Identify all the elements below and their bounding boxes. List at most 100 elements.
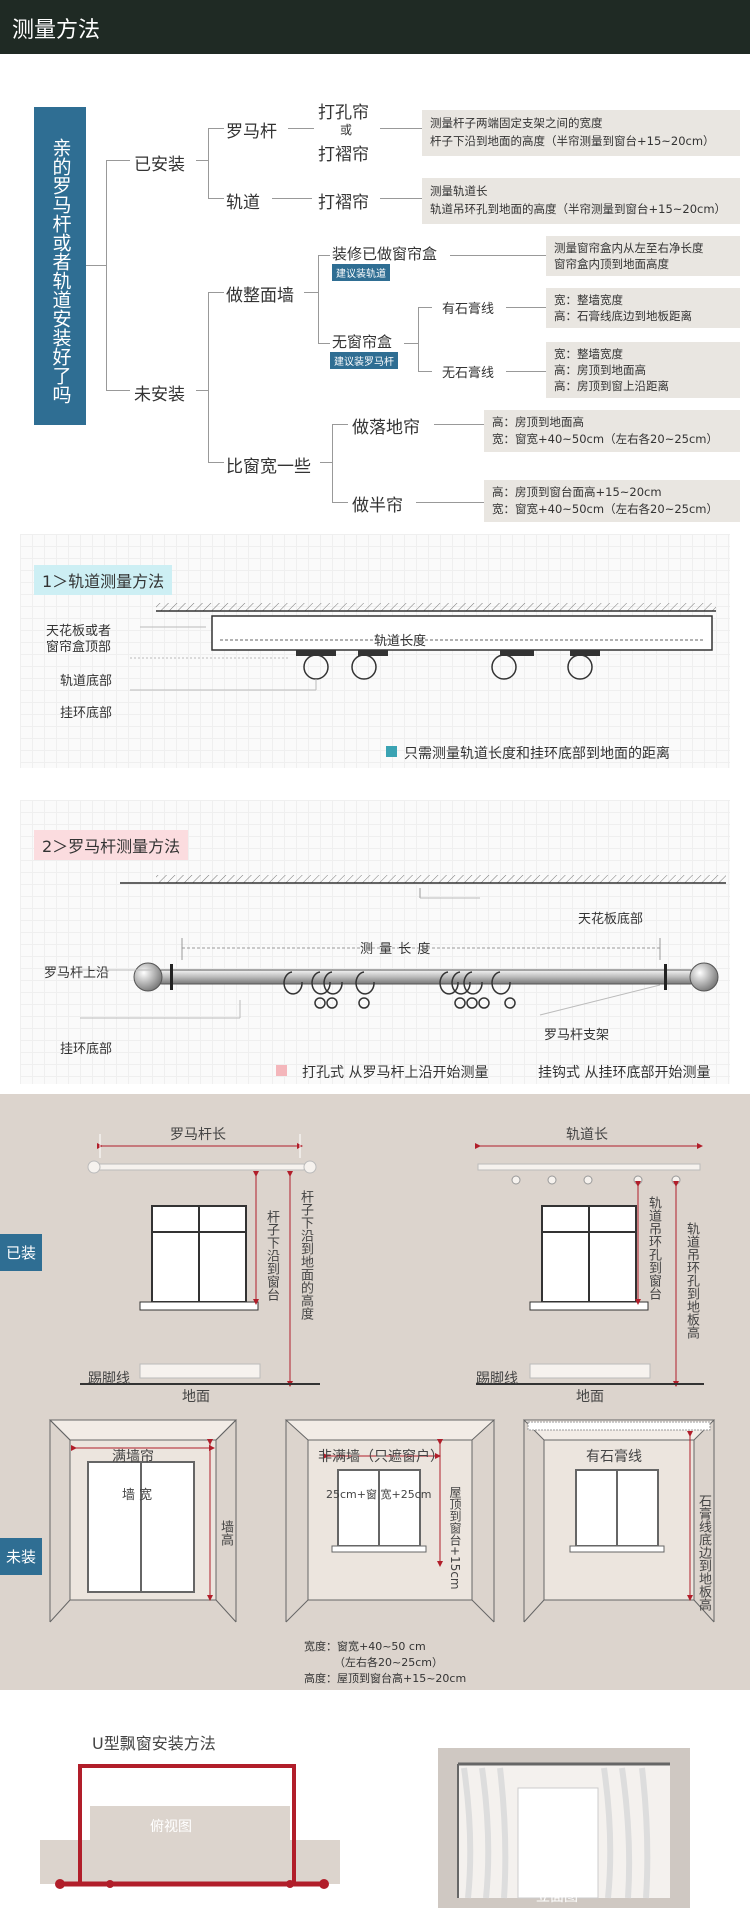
label-box-top: 窗帘盒顶部 xyxy=(46,640,112,655)
note-track: 测量轨道长 轨道吊环孔到地面的高度（半帘测量到窗台+15~20cm） xyxy=(422,178,740,224)
note-line: 宽：窗宽+40~50cm（左右各20~25cm） xyxy=(492,432,718,446)
node-or: 或 xyxy=(340,123,353,137)
tag-suggest-track: 建议装轨道 xyxy=(332,264,390,281)
note-line: 高：房顶到窗上沿距离 xyxy=(554,379,669,393)
note-line: 高：房顶到窗台面高+15~20cm xyxy=(492,485,662,499)
track-diagram xyxy=(130,603,716,691)
tree-line xyxy=(418,371,432,372)
bay-title: U型飘窗安装方法 xyxy=(92,1734,216,1753)
tag-installed: 已装 xyxy=(0,1234,43,1271)
tree-line xyxy=(304,292,318,293)
label-ring-bottom: 挂环底部 xyxy=(60,706,113,721)
tree-line xyxy=(106,160,107,390)
tree-line xyxy=(196,160,208,161)
label-bracket: 罗马杆支架 xyxy=(544,1028,610,1043)
node-not-installed: 未安装 xyxy=(134,385,185,405)
tree-line xyxy=(416,502,484,503)
tree-line xyxy=(418,307,419,371)
label-ceiling-bottom: 天花板底部 xyxy=(578,912,644,927)
label-track-bottom: 轨道底部 xyxy=(60,674,113,689)
node-wider: 比窗宽一些 xyxy=(226,457,311,477)
tag-uninstalled: 未装 xyxy=(0,1538,43,1575)
node-has-gypsum: 有石膏线 xyxy=(442,302,495,317)
title-gypsum: 有石膏线 xyxy=(586,1449,642,1465)
rod-legend-a: 打孔式 从罗马杆上沿开始测量 xyxy=(302,1065,489,1081)
tree-line xyxy=(86,265,106,266)
label-rod-to-floor: 杆子下沿到地面的高度 xyxy=(298,1190,313,1320)
bay-top-label: 俯视图 xyxy=(150,1819,192,1835)
note-floor: 高：房顶到地面高 宽：窗宽+40~50cm（左右各20~25cm） xyxy=(484,410,740,452)
label-wall-height: 墙高 xyxy=(218,1520,233,1546)
tree-line xyxy=(418,307,432,308)
tree-line xyxy=(506,307,546,308)
tree-line xyxy=(434,424,484,425)
tree-root-question: 亲的罗马杆或者轨道安装好了吗 xyxy=(34,107,86,425)
note-line: 轨道吊环孔到地面的高度（半帘测量到窗台+15~20cm） xyxy=(430,202,727,216)
note-half: 高：房顶到窗台面高+15~20cm 宽：窗宽+40~50cm（左右各20~25c… xyxy=(484,480,740,522)
note-roman-rod: 测量杆子两端固定支架之间的宽度 杆子下沿到地面的高度（半帘测量到窗台+15~20… xyxy=(422,110,740,156)
label-track-to-floor: 轨道吊环孔到地板高 xyxy=(684,1222,699,1339)
label-rod-to-sill: 杆子下沿到窗台 xyxy=(264,1210,279,1301)
label-ground-2: 地面 xyxy=(576,1389,604,1405)
node-no-gypsum: 无石膏线 xyxy=(442,366,495,381)
note-line: 测量杆子两端固定支架之间的宽度 xyxy=(430,116,603,130)
tree-line xyxy=(208,462,224,463)
tree-line xyxy=(450,255,546,256)
tree-line xyxy=(318,255,330,256)
note-has-gypsum: 宽：整墙宽度 高：石膏线底边到地板距离 xyxy=(546,288,740,328)
label-ring-bottom-2: 挂环底部 xyxy=(60,1042,113,1057)
track-legend-text: 只需测量轨道长度和挂环底部到地面的距离 xyxy=(404,746,670,762)
page-title: 测量方法 xyxy=(12,18,101,43)
tree-line xyxy=(208,292,209,462)
node-no-box: 无窗帘盒 xyxy=(332,333,393,351)
tree-line xyxy=(208,292,224,293)
install-diagrams xyxy=(48,1134,716,1623)
tree-line xyxy=(404,343,418,344)
tree-line xyxy=(320,462,332,463)
tree-line xyxy=(332,424,348,425)
note-line: 宽：整墙宽度 xyxy=(554,293,623,307)
label-skirting: 踢脚线 xyxy=(88,1371,130,1387)
tree-line xyxy=(106,160,130,161)
track-length-label: 轨道长度 xyxy=(374,634,427,649)
note-line: 杆子下沿到地面的高度（半帘测量到窗台+15~20cm） xyxy=(430,134,715,148)
label-gypsum-height: 石膏线底边到地板高 xyxy=(696,1494,711,1611)
page-header: 测量方法 xyxy=(0,0,750,54)
node-track-pleat: 打褶帘 xyxy=(318,193,369,213)
note-height: 高度：屋顶到窗台高+15~20cm xyxy=(304,1672,467,1685)
track-section-title: 1＞轨道测量方法 xyxy=(34,565,173,595)
label-ceiling: 天花板或者 xyxy=(46,624,112,639)
legend-swatch-2 xyxy=(276,1065,287,1076)
bay-front-label: 立面图 xyxy=(536,1889,578,1905)
tag-suggest-rod: 建议装罗马杆 xyxy=(330,352,398,369)
tree-line xyxy=(318,343,330,344)
tree-line xyxy=(380,198,422,199)
note-no-gypsum: 宽：整墙宽度 高：房顶到地面高 高：房顶到窗上沿距离 xyxy=(546,342,740,398)
note-line: 窗帘盒内顶到地面高度 xyxy=(554,257,669,271)
note-width: 宽度：窗宽+40~50 cm xyxy=(304,1640,426,1653)
node-box-done: 装修已做窗帘盒 xyxy=(332,245,438,263)
note-box-done: 测量窗帘盒内从左至右净长度 窗帘盒内顶到地面高度 xyxy=(546,236,740,276)
node-track: 轨道 xyxy=(226,193,260,213)
node-full-wall: 做整面墙 xyxy=(226,286,294,306)
note-line: 宽：窗宽+40~50cm（左右各20~25cm） xyxy=(492,502,718,516)
label-ground: 地面 xyxy=(182,1389,210,1405)
bay-top-view xyxy=(40,1764,340,1889)
rod-diagram xyxy=(80,875,726,1019)
rod-legend-b: 挂钩式 从挂环底部开始测量 xyxy=(538,1065,711,1081)
tree-line xyxy=(332,502,348,503)
label-skirting-2: 踢脚线 xyxy=(476,1371,518,1387)
title-full-wall: 满墙帘 xyxy=(112,1449,154,1465)
node-pleat: 打褶帘 xyxy=(318,145,369,165)
tree-line xyxy=(332,424,333,502)
bay-front-view xyxy=(438,1748,690,1908)
tree-line xyxy=(208,128,224,129)
note-line: 高：房顶到地面高 xyxy=(554,363,646,377)
node-punch: 打孔帘 xyxy=(318,103,369,123)
note-line: 测量轨道长 xyxy=(430,184,488,198)
label-partial-width: 25cm+窗 宽+25cm xyxy=(326,1488,432,1501)
rod-section-title: 2＞罗马杆测量方法 xyxy=(34,830,189,860)
node-installed: 已安装 xyxy=(134,155,185,175)
note-line: 宽：整墙宽度 xyxy=(554,347,623,361)
tree-line xyxy=(318,255,319,343)
